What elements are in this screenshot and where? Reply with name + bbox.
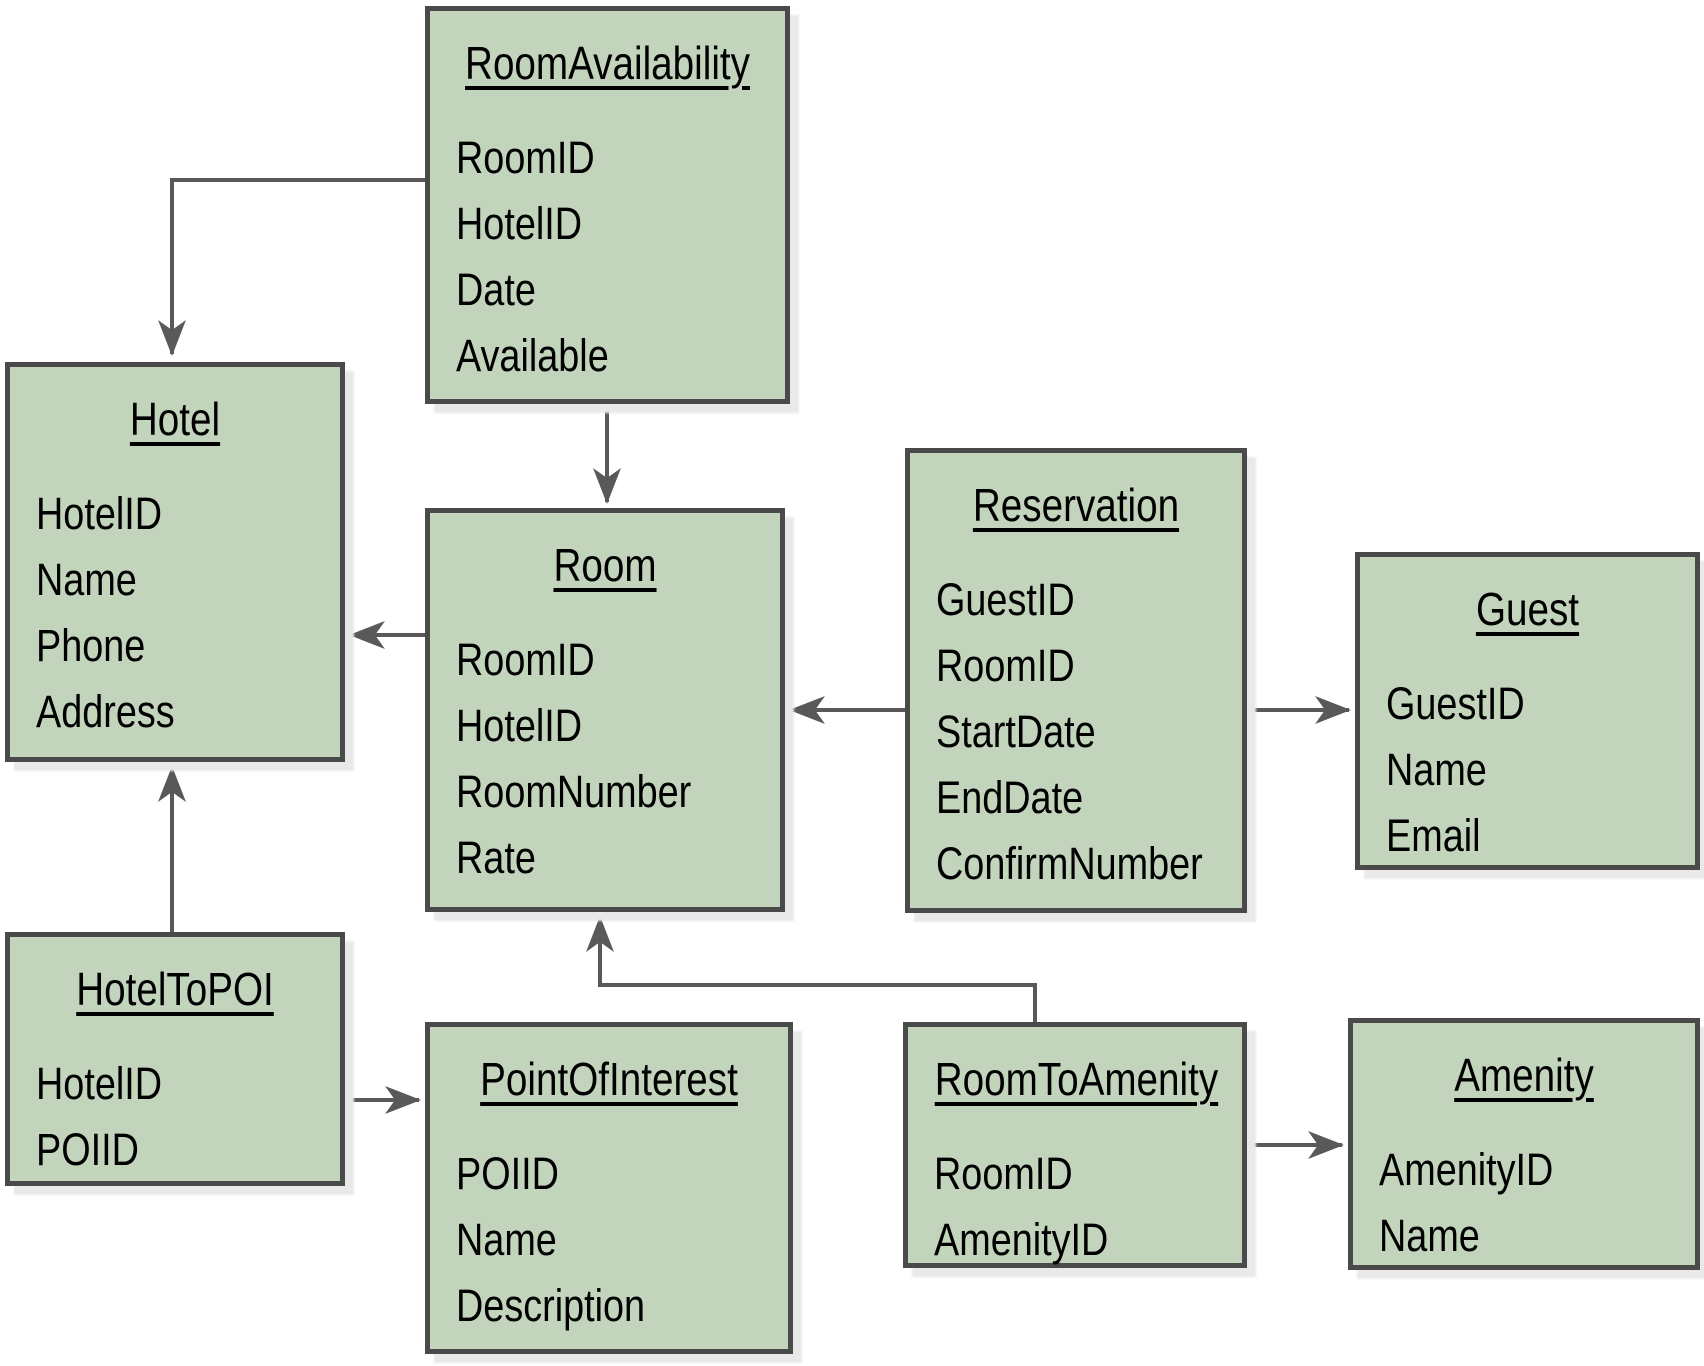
- field-rate: Rate: [456, 832, 536, 883]
- field-available: Available: [456, 330, 609, 381]
- entity-room-title: Room: [553, 539, 657, 591]
- entity-hotel-fields: HotelID Name Phone Address: [10, 481, 340, 745]
- entity-hoteltopoi-title: HotelToPOI: [76, 963, 274, 1015]
- field-date: Date: [456, 264, 536, 315]
- entity-pointofinterest-fields: POIID Name Description: [430, 1141, 788, 1339]
- entity-reservation: Reservation GuestID RoomID StartDate End…: [905, 448, 1247, 913]
- entity-guest: Guest GuestID Name Email: [1355, 552, 1700, 870]
- field-guestid: GuestID: [1386, 678, 1525, 729]
- field-hotelid: HotelID: [456, 700, 583, 751]
- field-hotelid: HotelID: [456, 198, 583, 249]
- entity-guest-title: Guest: [1475, 583, 1580, 635]
- field-description: Description: [456, 1280, 646, 1331]
- field-poiid: POIID: [456, 1148, 559, 1199]
- entity-pointofinterest-title: PointOfInterest: [480, 1053, 738, 1105]
- entity-roomavailability-title: RoomAvailability: [465, 37, 750, 89]
- entity-hotel-title: Hotel: [129, 393, 221, 445]
- field-confirmnumber: ConfirmNumber: [936, 838, 1203, 889]
- entity-amenity-fields: AmenityID Name: [1353, 1137, 1695, 1269]
- field-address: Address: [36, 686, 175, 737]
- field-roomid: RoomID: [934, 1148, 1073, 1199]
- entity-pointofinterest: PointOfInterest POIID Name Description: [425, 1022, 793, 1354]
- entity-guest-fields: GuestID Name Email: [1360, 671, 1695, 869]
- entity-room: Room RoomID HotelID RoomNumber Rate: [425, 508, 785, 912]
- field-email: Email: [1386, 810, 1481, 861]
- entity-reservation-fields: GuestID RoomID StartDate EndDate Confirm…: [910, 567, 1242, 897]
- field-poiid: POIID: [36, 1124, 139, 1175]
- entity-roomavailability-fields: RoomID HotelID Date Available: [430, 125, 785, 389]
- field-roomid: RoomID: [936, 640, 1075, 691]
- arrow-roomtoamenity-to-room: [586, 916, 1037, 1022]
- entity-roomtoamenity-title: RoomToAmenity: [934, 1053, 1219, 1105]
- field-roomid: RoomID: [456, 132, 595, 183]
- field-roomnumber: RoomNumber: [456, 766, 692, 817]
- field-amenityid: AmenityID: [934, 1214, 1109, 1265]
- field-startdate: StartDate: [936, 706, 1096, 757]
- entity-roomtoamenity-fields: RoomID AmenityID: [908, 1141, 1242, 1273]
- field-roomid: RoomID: [456, 634, 595, 685]
- field-amenityid: AmenityID: [1379, 1144, 1554, 1195]
- entity-hotel: Hotel HotelID Name Phone Address: [5, 362, 345, 762]
- field-name: Name: [1379, 1210, 1480, 1261]
- field-phone: Phone: [36, 620, 146, 671]
- entity-room-fields: RoomID HotelID RoomNumber Rate: [430, 627, 780, 891]
- arrow-roomavailability-to-hotel: [158, 178, 425, 356]
- field-name: Name: [456, 1214, 557, 1265]
- field-hotelid: HotelID: [36, 488, 163, 539]
- entity-hoteltopoi: HotelToPOI HotelID POIID: [5, 932, 345, 1186]
- field-name: Name: [36, 554, 137, 605]
- entity-roomtoamenity: RoomToAmenity RoomID AmenityID: [903, 1022, 1247, 1268]
- entity-hoteltopoi-fields: HotelID POIID: [10, 1051, 340, 1183]
- field-hotelid: HotelID: [36, 1058, 163, 1109]
- field-guestid: GuestID: [936, 574, 1075, 625]
- field-name: Name: [1386, 744, 1487, 795]
- entity-amenity: Amenity AmenityID Name: [1348, 1018, 1700, 1270]
- entity-amenity-title: Amenity: [1454, 1049, 1594, 1101]
- entity-reservation-title: Reservation: [972, 479, 1180, 531]
- field-enddate: EndDate: [936, 772, 1084, 823]
- entity-roomavailability: RoomAvailability RoomID HotelID Date Ava…: [425, 6, 790, 404]
